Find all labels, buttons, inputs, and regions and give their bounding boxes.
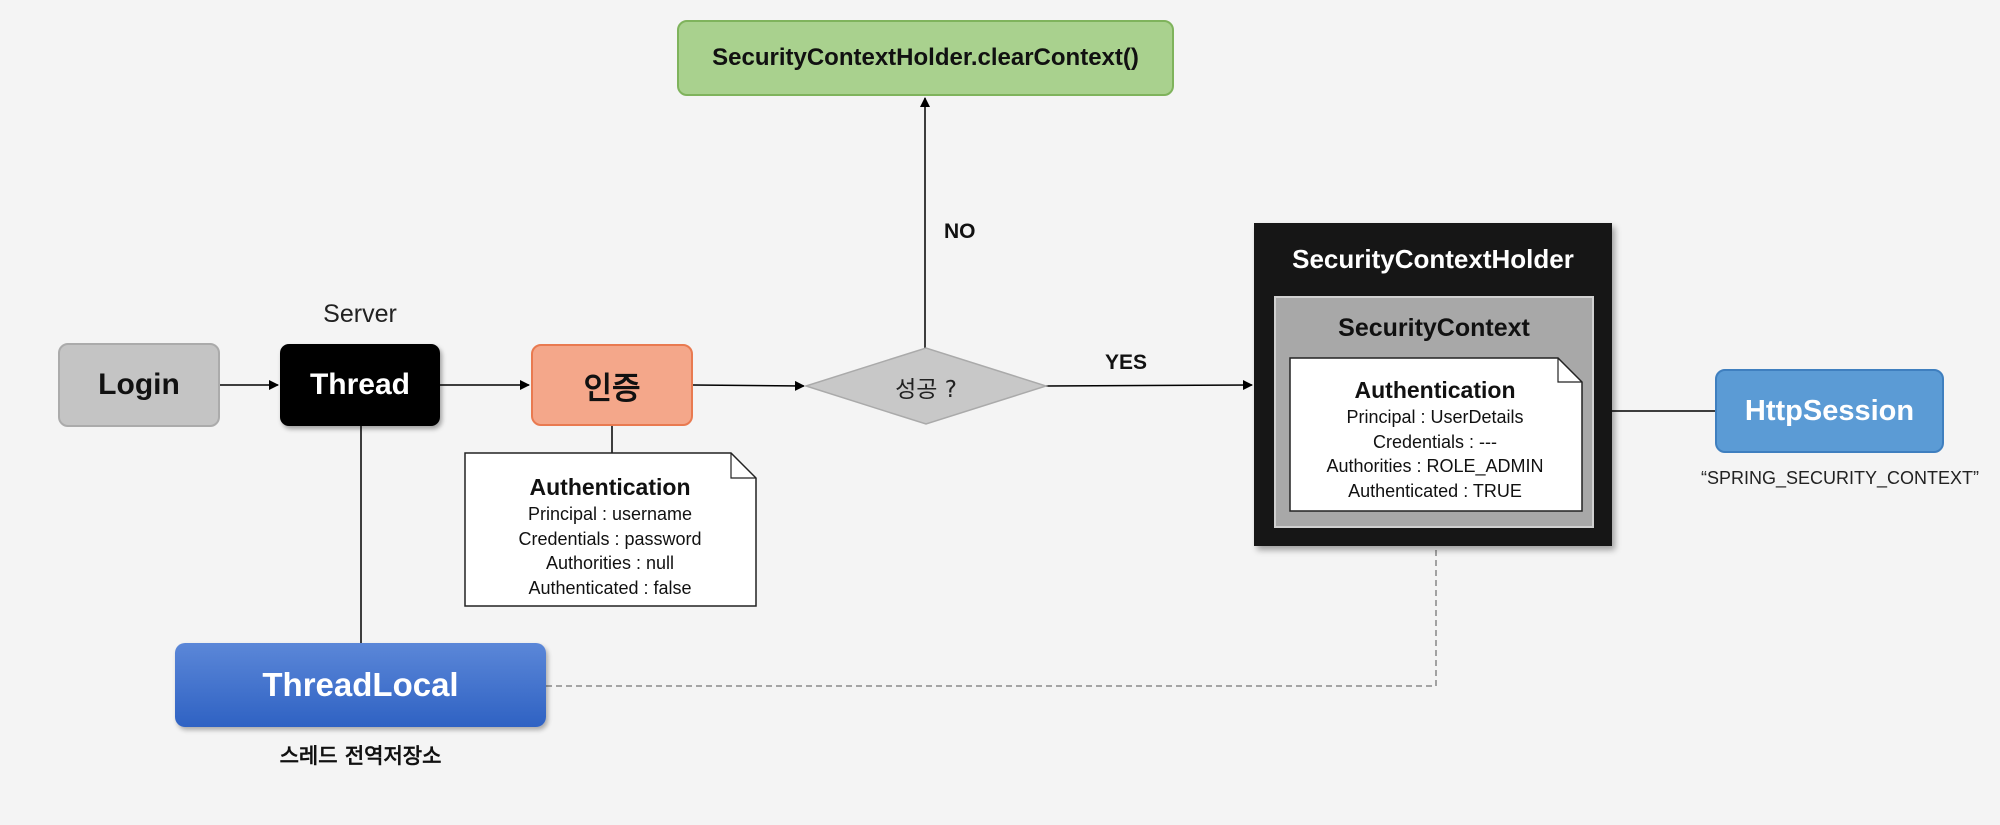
clear-context-node: SecurityContextHolder.clearContext() (677, 20, 1174, 96)
auth-before-credentials: Credentials : password (518, 528, 702, 549)
server-label: Server (323, 300, 397, 328)
auth-after-title: Authentication (1354, 377, 1516, 403)
auth-after-note-shape (1289, 357, 1583, 512)
auth-before-note-fold (730, 453, 756, 479)
auth-before-authenticated: Authenticated : false (528, 577, 692, 598)
decision-label: 성공 ? (895, 377, 957, 403)
security-context-title: SecurityContext (1338, 314, 1530, 342)
auth-after-authorities: Authorities : ROLE_ADMIN (1326, 456, 1544, 476)
auth-before-principal: Principal : username (527, 504, 693, 524)
thread-node: Thread (280, 344, 440, 426)
no-edge-label: NO (944, 220, 976, 243)
thread-local-caption: 스레드 전역저장소 (279, 744, 442, 768)
session-attribute-key: “SPRING_SECURITY_CONTEXT” (1700, 468, 1980, 488)
decision-diamond (803, 347, 1049, 425)
auth-before-authorities: Authorities : null (545, 553, 675, 573)
thread-local-node: ThreadLocal (175, 643, 546, 727)
edge-decision-holder (1045, 380, 1253, 391)
login-node: Login (58, 343, 220, 427)
auth-before-note: Authentication Principal : username Cred… (465, 472, 755, 600)
edge-threadlocal-holder (546, 529, 1441, 687)
auth-after-credentials: Credentials : --- (1372, 431, 1498, 452)
auth-after-note: Authentication Principal : UserDetails C… (1290, 375, 1580, 503)
authentication-node: 인증 (531, 344, 693, 426)
auth-after-principal: Principal : UserDetails (1346, 407, 1524, 427)
auth-before-note-shape (464, 452, 757, 607)
http-session-node: HttpSession (1715, 369, 1944, 453)
auth-before-title: Authentication (529, 474, 691, 500)
edge-auth-decision (692, 380, 805, 391)
yes-edge-label: YES (1105, 351, 1148, 374)
auth-after-authenticated: Authenticated : TRUE (1348, 480, 1522, 501)
security-context-holder-title: SecurityContextHolder (1292, 244, 1574, 274)
